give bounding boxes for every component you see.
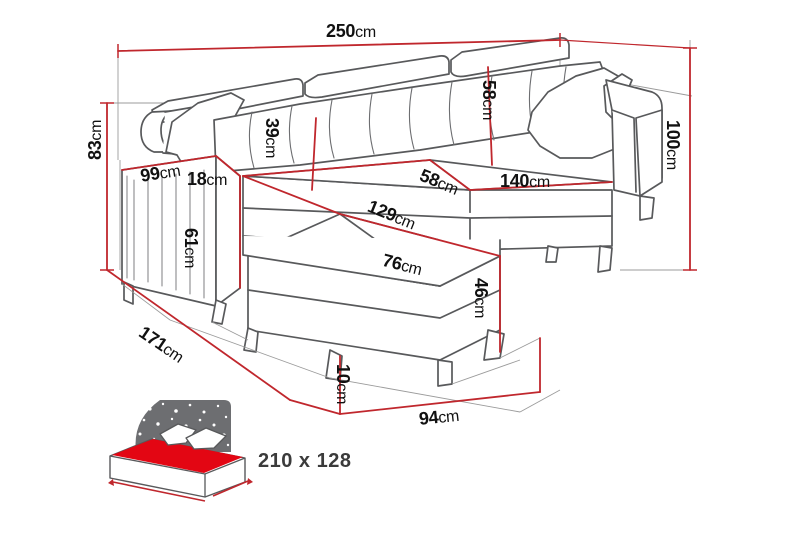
dim-label-seat-width: 140cm <box>500 171 550 191</box>
dim-label-backrest-height: 58cm <box>479 80 499 121</box>
dim-label-armrest-width: 18cm <box>187 169 228 189</box>
dim-label-overall-width: 250cm <box>326 21 376 41</box>
sofa-outline-group <box>121 37 663 387</box>
dim-label-backrest-cushion-height: 39cm <box>262 118 282 159</box>
dim-label-armrest-outer-height: 61cm <box>181 228 201 269</box>
dim-label-seat-height: 46cm <box>471 278 491 319</box>
dim-label-armrest-height: 83cm <box>85 119 105 160</box>
floor-projection <box>121 283 561 413</box>
dimension-ticks <box>100 33 697 271</box>
dim-label-overall-height: 100cm <box>663 120 683 170</box>
sleeping-area-icon-art <box>108 400 253 502</box>
dimension-lines <box>106 39 691 415</box>
dim-label-leg-height: 10cm <box>333 364 353 405</box>
sleeping-area-label: 210 x 128 <box>258 450 352 472</box>
